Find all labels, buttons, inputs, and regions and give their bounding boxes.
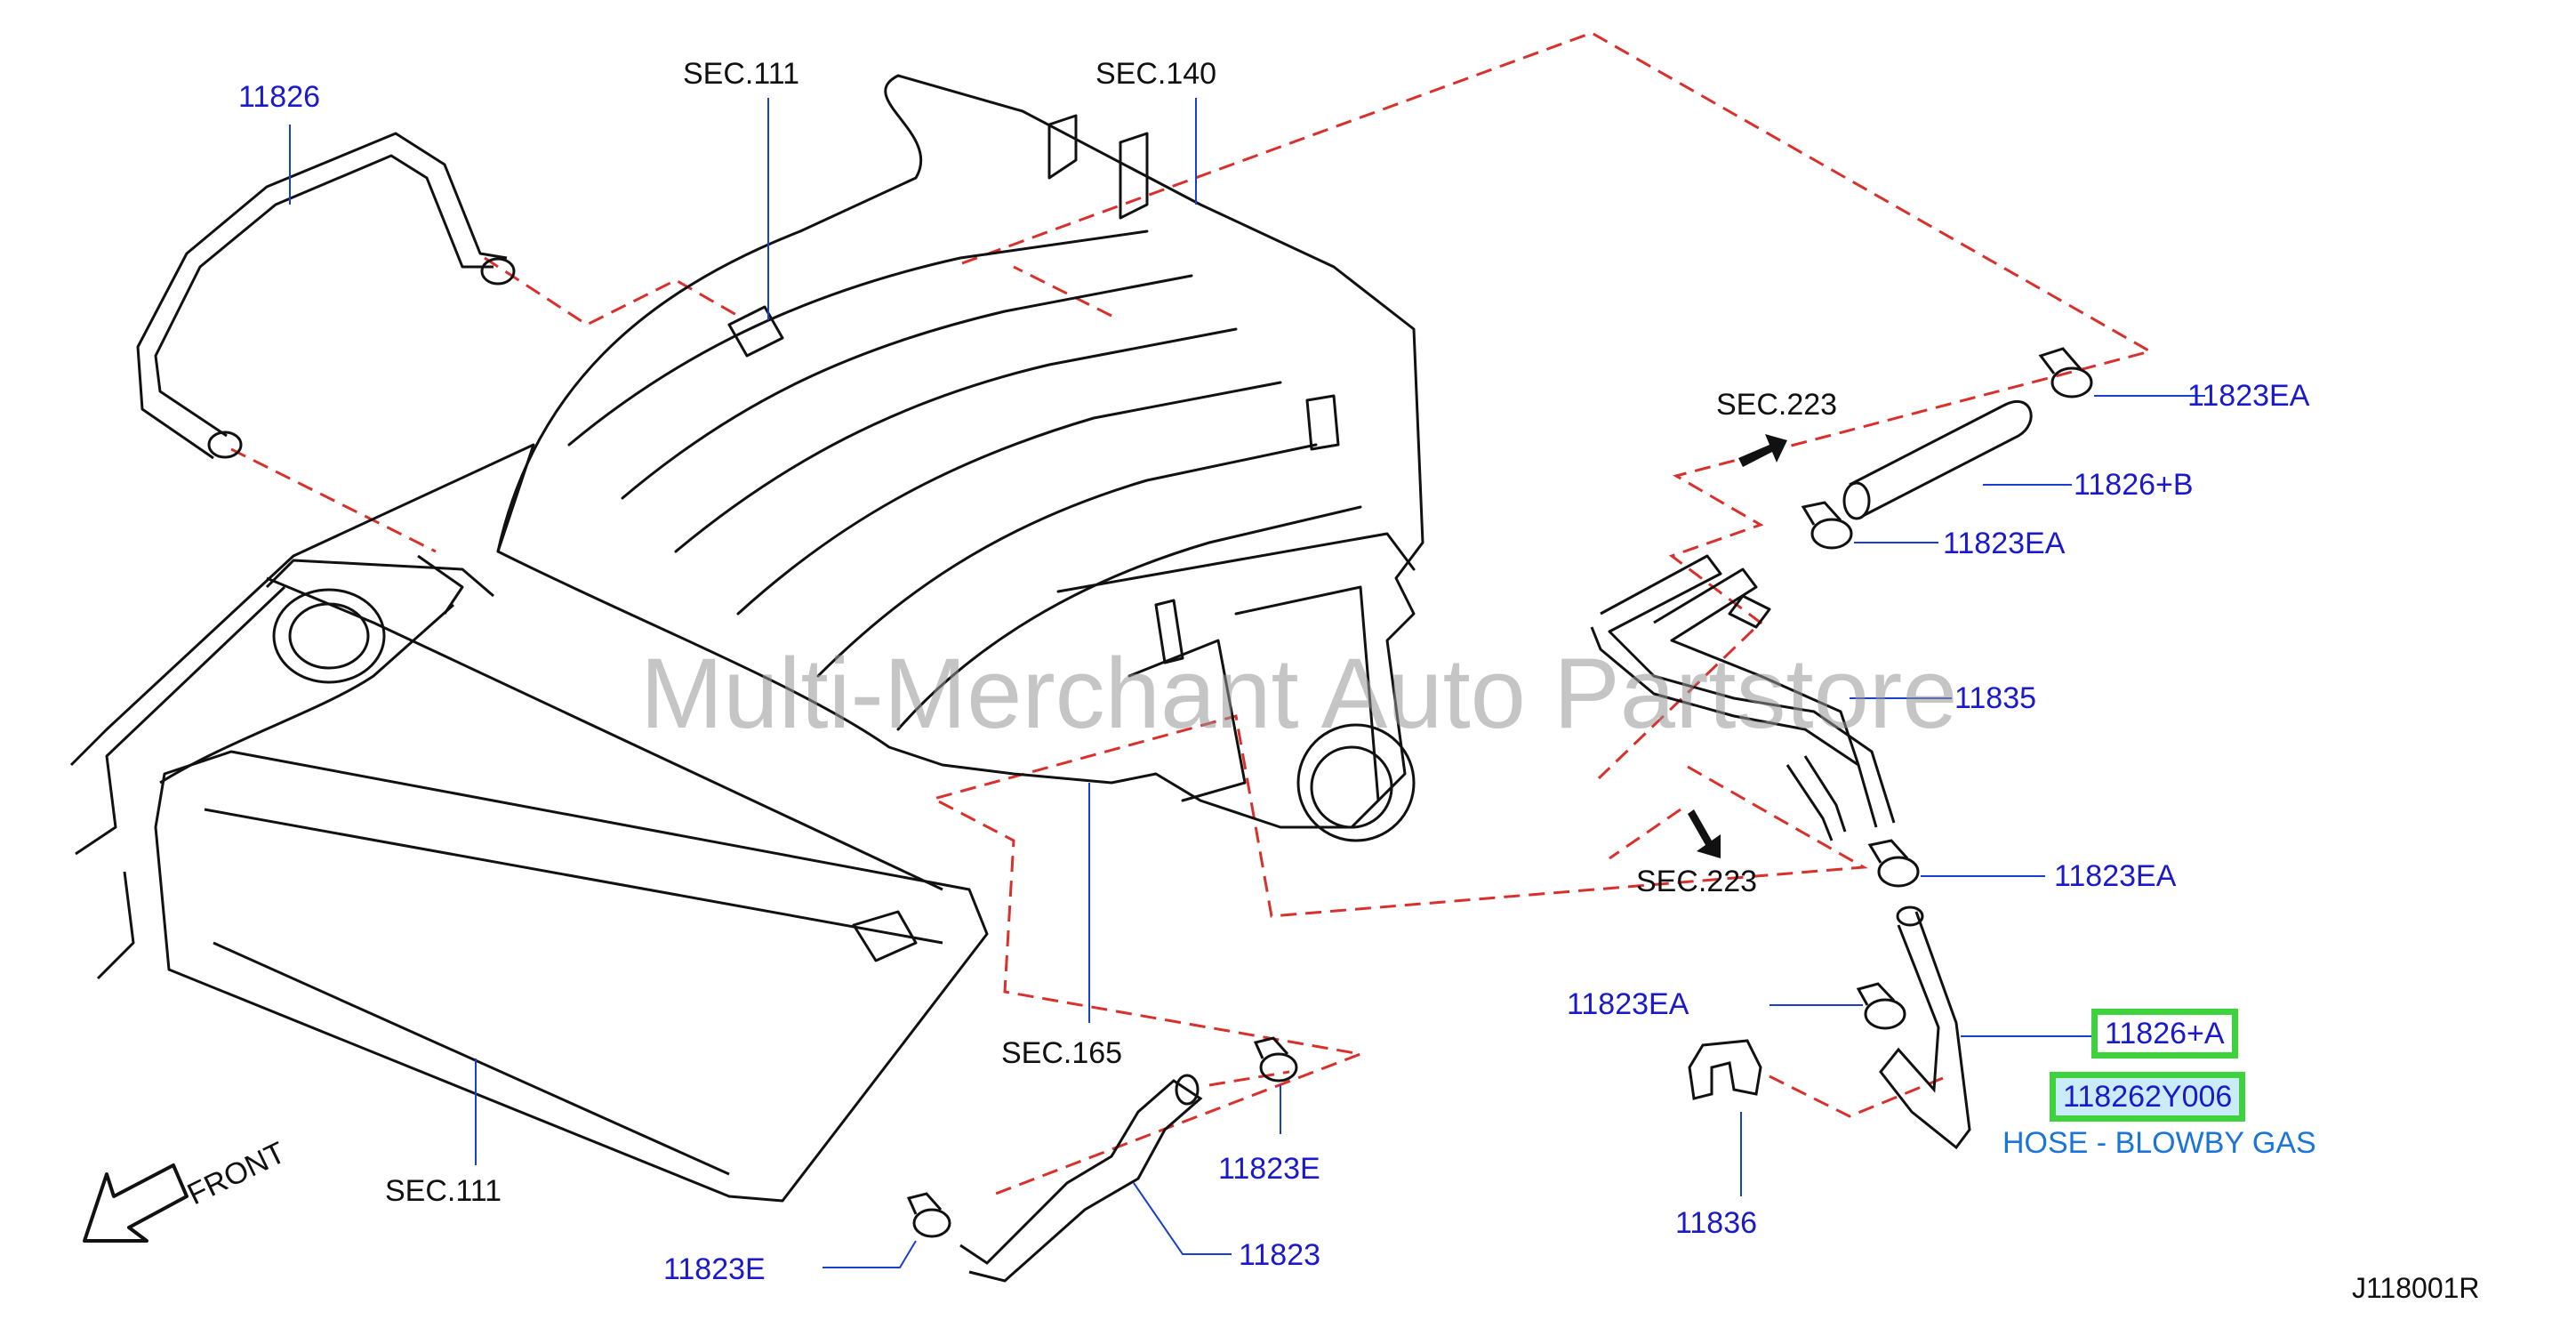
label-part-11823e-left[interactable]: 11823E (663, 1252, 766, 1286)
label-part-11823ea-1[interactable]: 11823EA (2187, 379, 2310, 413)
label-part-11826-a[interactable]: 11826+A (2091, 1009, 2238, 1058)
label-hose-description: HOSE - BLOWBY GAS (2002, 1126, 2316, 1160)
sec223-arrows (1688, 434, 1787, 858)
hose-11823 (959, 1074, 1203, 1283)
label-part-11826-b[interactable]: 11826+B (2074, 468, 2194, 502)
front-arrow (83, 1163, 189, 1243)
label-sec111-bottom: SEC.111 (385, 1174, 502, 1208)
leader-lines (289, 98, 2205, 1268)
intake-manifold (496, 74, 1424, 842)
watermark-text: Multi-Merchant Auto Partstore (640, 638, 1958, 749)
tube-assembly-11835 (1590, 554, 1896, 841)
label-part-11823ea-4[interactable]: 11823EA (1567, 987, 1689, 1021)
clamps (906, 347, 2093, 1238)
label-sec223-mid: SEC.223 (1636, 865, 1758, 898)
label-part-11823ea-3[interactable]: 11823EA (2054, 859, 2177, 893)
engine-block (69, 443, 535, 980)
label-sec111-top: SEC.111 (683, 57, 800, 91)
diagram-id: J118001R (2352, 1272, 2480, 1304)
label-part-11826-top[interactable]: 11826 (238, 80, 321, 114)
label-part-11823[interactable]: 11823 (1239, 1238, 1321, 1272)
label-sec165: SEC.165 (1001, 1036, 1123, 1070)
label-part-11823ea-2[interactable]: 11823EA (1943, 527, 2066, 560)
label-sec223-top: SEC.223 (1716, 388, 1838, 422)
hose-11826-top (136, 132, 516, 460)
valve-cover (154, 576, 989, 1203)
label-part-118262y006[interactable]: 118262Y006 (2050, 1072, 2246, 1122)
label-part-11835[interactable]: 11835 (1954, 681, 2037, 715)
hose-11826-a (1879, 905, 1971, 1150)
label-part-11823e-right[interactable]: 11823E (1218, 1152, 1320, 1186)
label-part-11836[interactable]: 11836 (1675, 1206, 1758, 1240)
dashed-reference-lines (230, 31, 2154, 1198)
label-sec140: SEC.140 (1095, 57, 1217, 91)
hose-11826-b (1842, 399, 2033, 520)
